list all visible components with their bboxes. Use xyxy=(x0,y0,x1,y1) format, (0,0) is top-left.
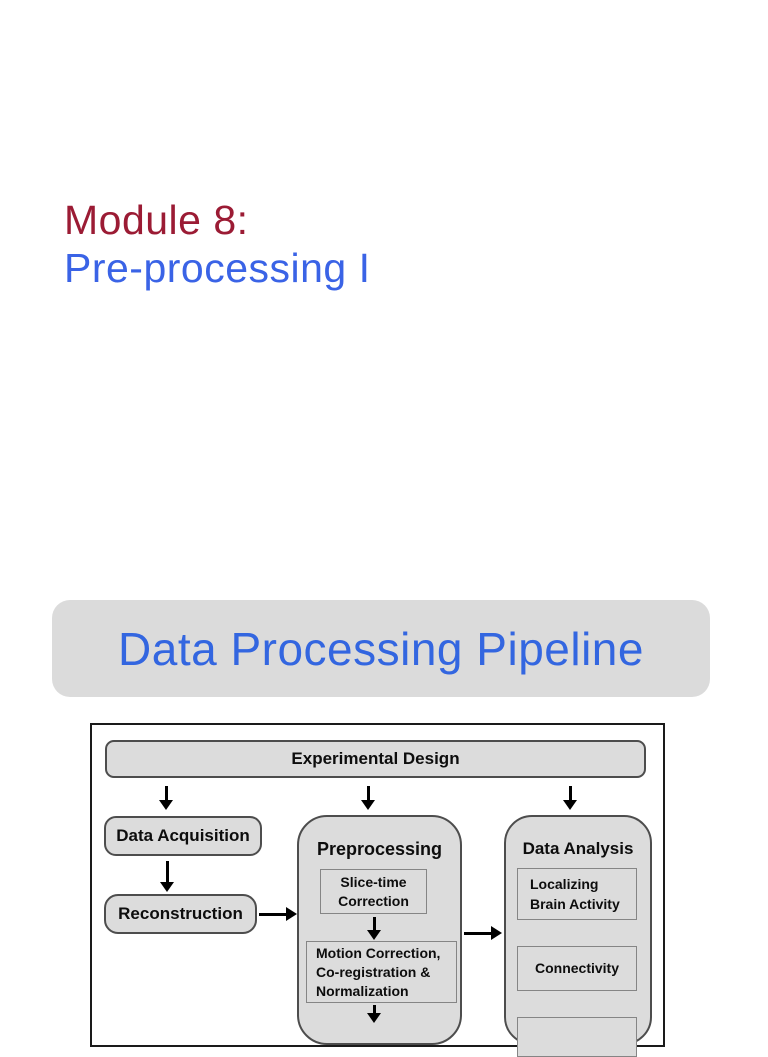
arrow-right-icon xyxy=(259,907,297,921)
section-banner-title: Data Processing Pipeline xyxy=(118,622,644,675)
arrow-down-icon xyxy=(367,917,381,940)
arrow-down-icon xyxy=(367,1005,381,1023)
connectivity-label: Connectivity xyxy=(534,960,619,976)
motion-correction-box: Motion Correction, Co-registration & Nor… xyxy=(306,941,457,1003)
arrow-down-icon xyxy=(563,786,577,810)
arrow-down-icon xyxy=(361,786,375,810)
connectivity-box: Connectivity xyxy=(517,946,637,991)
slice-time-correction-label: Slice-time Correction xyxy=(338,874,409,909)
experimental-design-box: Experimental Design xyxy=(105,740,646,778)
module-title: Module 8: xyxy=(64,197,249,243)
reconstruction-label: Reconstruction xyxy=(118,904,243,923)
slide-page: { "slide": { "module_title": "Module 8:"… xyxy=(52,196,710,1057)
module-subtitle: Pre-processing I xyxy=(64,245,371,291)
localizing-brain-activity-box: Localizing Brain Activity xyxy=(517,868,637,920)
next-analysis-box-partial xyxy=(517,1017,637,1057)
slide-title-block: Module 8: Pre-processing I xyxy=(64,196,371,292)
data-acquisition-label: Data Acquisition xyxy=(116,826,250,845)
data-acquisition-box: Data Acquisition xyxy=(104,816,262,856)
experimental-design-label: Experimental Design xyxy=(291,749,460,768)
motion-correction-label: Motion Correction, Co-registration & Nor… xyxy=(316,945,441,999)
arrow-right-icon xyxy=(464,926,502,940)
section-banner: Data Processing Pipeline xyxy=(52,600,710,697)
data-analysis-column: Data Analysis xyxy=(504,815,652,1045)
localizing-brain-activity-label: Localizing Brain Activity xyxy=(530,876,620,912)
arrow-down-icon xyxy=(160,861,174,892)
preprocessing-label: Preprocessing xyxy=(316,839,443,859)
arrow-down-icon xyxy=(159,786,173,810)
data-analysis-label: Data Analysis xyxy=(522,839,634,858)
slice-time-correction-box: Slice-time Correction xyxy=(320,869,427,914)
reconstruction-box: Reconstruction xyxy=(104,894,257,934)
